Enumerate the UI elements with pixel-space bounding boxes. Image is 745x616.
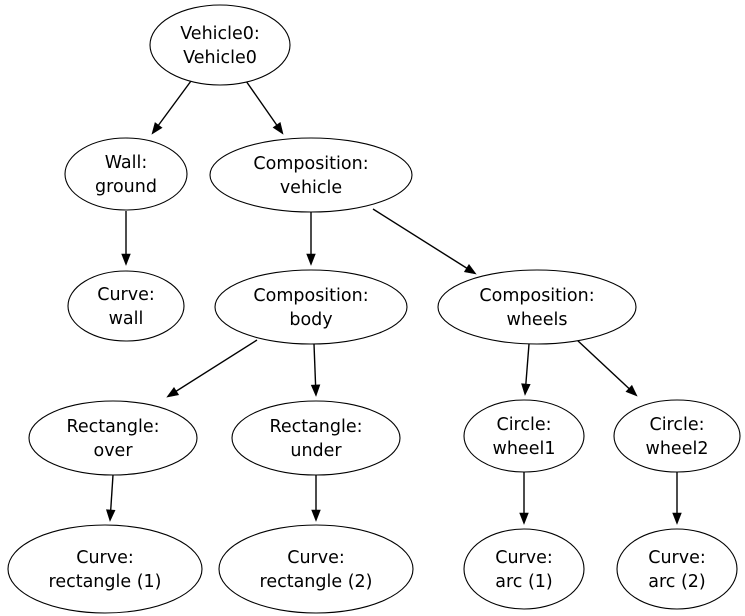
- node-label-name: wheel1: [493, 439, 556, 459]
- node-label-type: Composition:: [479, 286, 594, 306]
- arrowhead-icon: [306, 253, 316, 266]
- node-ellipse: [218, 524, 414, 614]
- edge-wheel2-to-arc2: [672, 472, 682, 525]
- arrowhead-icon: [166, 386, 180, 398]
- node-label-type: Composition:: [253, 286, 368, 306]
- arrowhead-icon: [311, 509, 321, 522]
- edge-line: [157, 80, 192, 126]
- edge-under-to-rect2: [311, 475, 321, 522]
- node-label-name: Vehicle0: [183, 48, 257, 68]
- arrowhead-icon: [672, 512, 682, 525]
- edge-vehicle-to-body: [306, 212, 316, 266]
- node-label-name: ground: [95, 177, 157, 197]
- node-label-type: Circle:: [649, 415, 704, 435]
- edge-body-to-over: [166, 339, 258, 398]
- graph-node-under[interactable]: Rectangle: under: [231, 400, 401, 476]
- node-ellipse: [231, 400, 401, 476]
- node-ellipse: [7, 524, 203, 614]
- graph-node-rect1[interactable]: Curve: rectangle (1): [7, 524, 203, 614]
- node-label-name: rectangle (1): [49, 572, 162, 592]
- node-ellipse: [28, 400, 198, 476]
- node-label-name: wall: [109, 309, 144, 329]
- graph-node-wheels[interactable]: Composition: wheels: [437, 269, 637, 345]
- node-label-type: Curve:: [287, 548, 345, 568]
- edge-line: [110, 474, 114, 511]
- edge-wheel1-to-arc1: [519, 472, 529, 525]
- graph-node-over[interactable]: Rectangle: over: [28, 400, 198, 476]
- node-label-name: wheel2: [646, 439, 709, 459]
- node-label-type: Composition:: [253, 154, 368, 174]
- edge-body-to-under: [310, 343, 321, 397]
- edge-vehicle0-to-vehicle: [245, 80, 284, 135]
- node-label-type: Circle:: [496, 415, 551, 435]
- graph-node-wheel2[interactable]: Circle: wheel2: [613, 399, 741, 473]
- node-label-name: rectangle (2): [260, 572, 373, 592]
- graph-node-body[interactable]: Composition: body: [214, 269, 408, 345]
- arrowhead-icon: [519, 512, 529, 525]
- edge-line: [525, 343, 530, 385]
- node-ellipse: [149, 4, 291, 86]
- graph-node-vehicle0[interactable]: Vehicle0: Vehicle0: [149, 4, 291, 86]
- graph-node-arc1[interactable]: Curve: arc (1): [463, 528, 585, 610]
- edge-line: [245, 80, 278, 126]
- node-label-name: arc (2): [648, 572, 706, 592]
- arrowhead-icon: [272, 122, 284, 135]
- node-ellipse: [437, 269, 637, 345]
- node-ellipse: [613, 399, 741, 473]
- graph-node-rect2[interactable]: Curve: rectangle (2): [218, 524, 414, 614]
- node-label-name: wheels: [507, 310, 568, 330]
- node-label-type: Curve:: [495, 548, 553, 568]
- node-ellipse: [463, 528, 585, 610]
- arrowhead-icon: [121, 253, 131, 266]
- edge-line: [372, 208, 468, 269]
- arrowhead-icon: [625, 384, 638, 397]
- node-ellipse: [463, 399, 585, 473]
- node-label-type: Rectangle:: [66, 417, 159, 437]
- edge-vehicle-to-wheels: [372, 208, 477, 275]
- node-ellipse: [616, 528, 738, 610]
- arrowhead-icon: [106, 509, 116, 522]
- edge-line: [175, 339, 258, 392]
- graph-node-arc2[interactable]: Curve: arc (2): [616, 528, 738, 610]
- node-label-type: Wall:: [105, 153, 148, 173]
- node-ellipse: [67, 270, 185, 342]
- node-ellipse: [64, 137, 188, 211]
- arrowhead-icon: [310, 384, 321, 397]
- edge-line: [576, 339, 630, 390]
- node-label-type: Rectangle:: [269, 417, 362, 437]
- node-ellipse: [209, 137, 413, 213]
- edge-wall-to-curve_wall: [121, 211, 131, 266]
- edge-line: [313, 343, 317, 386]
- edges-layer: [106, 80, 682, 525]
- node-label-name: arc (1): [495, 572, 553, 592]
- graph-node-wall[interactable]: Wall: ground: [64, 137, 188, 211]
- graph-node-wheel1[interactable]: Circle: wheel1: [463, 399, 585, 473]
- node-label-name: vehicle: [280, 178, 342, 198]
- arrowhead-icon: [521, 383, 531, 396]
- node-label-name: body: [289, 310, 332, 330]
- graph-node-vehicle[interactable]: Composition: vehicle: [209, 137, 413, 213]
- arrowhead-icon: [463, 263, 477, 275]
- edge-wheels-to-wheel2: [576, 339, 638, 397]
- node-ellipse: [214, 269, 408, 345]
- node-label-name: over: [93, 441, 133, 461]
- edge-vehicle0-to-wall: [151, 80, 192, 135]
- edge-over-to-rect1: [106, 474, 116, 522]
- edge-wheels-to-wheel1: [521, 343, 531, 396]
- node-label-name: under: [290, 441, 342, 461]
- nodes-layer: Vehicle0:Vehicle0Wall:groundComposition:…: [7, 4, 741, 614]
- arrowhead-icon: [151, 122, 163, 135]
- node-label-type: Curve:: [648, 548, 706, 568]
- node-label-type: Curve:: [76, 548, 134, 568]
- node-label-type: Vehicle0:: [180, 24, 260, 44]
- graph-node-curve_wall[interactable]: Curve: wall: [67, 270, 185, 342]
- node-label-type: Curve:: [97, 285, 155, 305]
